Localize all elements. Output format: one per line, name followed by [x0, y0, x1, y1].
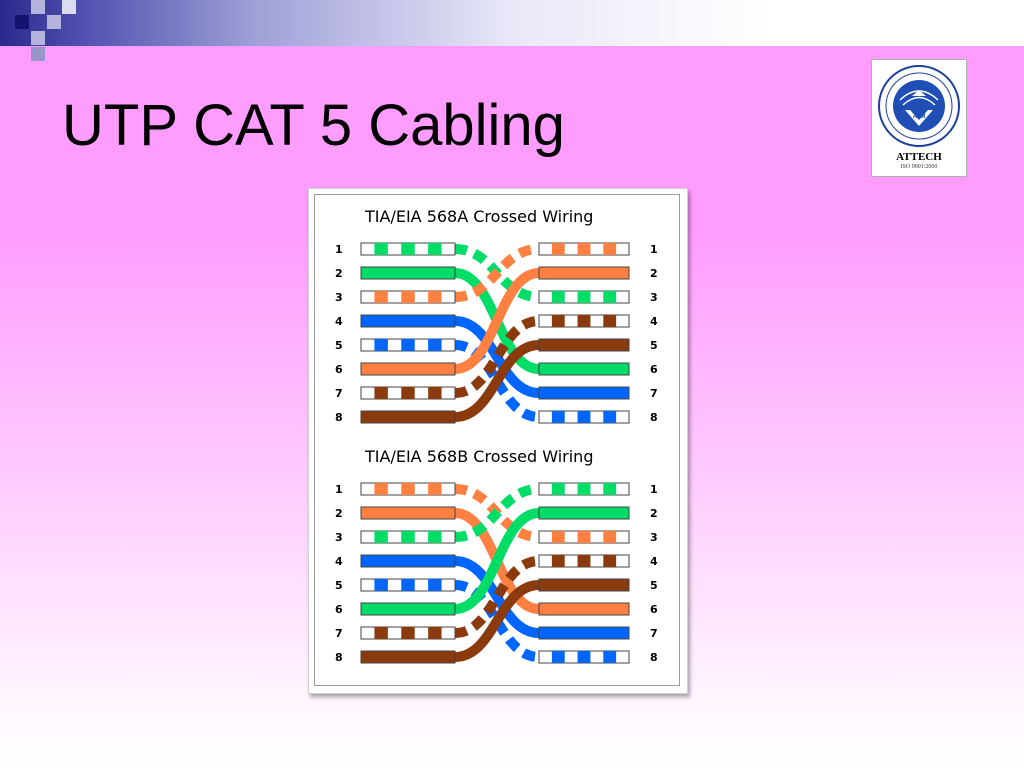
right-pin-number: 8 — [650, 411, 658, 424]
left-pin-number: 3 — [335, 291, 343, 304]
left-wire — [360, 314, 456, 328]
right-pin-number: 4 — [650, 555, 658, 568]
left-pin-number: 4 — [335, 555, 343, 568]
left-wire — [360, 482, 456, 496]
right-pin-number: 3 — [650, 531, 658, 544]
right-pin-number: 1 — [650, 243, 658, 256]
logo-iso: ISO 9001:2000 — [900, 164, 938, 170]
logo-emblem: ATM — [878, 65, 960, 147]
right-pin-number: 6 — [650, 363, 658, 376]
right-wire — [538, 242, 630, 256]
right-wire — [538, 362, 630, 376]
crossover-wire — [454, 508, 540, 614]
left-pin-number: 5 — [335, 339, 343, 352]
right-pin-number: 4 — [650, 315, 658, 328]
right-wire — [538, 482, 630, 496]
right-pin-number: 8 — [650, 651, 658, 664]
right-wire — [538, 386, 630, 400]
diagram-568a: TIA/EIA 568A Crossed Wiring 1 2 3 4 5 6 7 8 1 2 3 4… — [309, 207, 687, 432]
crossover-wire — [454, 556, 540, 638]
left-pin-number: 8 — [335, 411, 343, 424]
right-wire — [538, 578, 630, 592]
left-wire — [360, 506, 456, 520]
left-pin-number: 5 — [335, 579, 343, 592]
left-wire — [360, 530, 456, 544]
crossover-wire — [454, 244, 540, 302]
right-pin-number: 7 — [650, 627, 658, 640]
left-wire — [360, 386, 456, 400]
right-wire — [538, 650, 630, 664]
crossover-wire — [454, 316, 540, 398]
left-pin-number: 2 — [335, 267, 343, 280]
right-pin-number: 2 — [650, 267, 658, 280]
wiring-diagram-panel: TIA/EIA 568A Crossed Wiring 1 2 3 4 5 6 7 8 1 2 3 4… — [308, 188, 688, 694]
right-wire — [538, 338, 630, 352]
right-pin-number: 1 — [650, 483, 658, 496]
left-wire — [360, 626, 456, 640]
crossover-wire — [454, 580, 540, 662]
left-pin-number: 7 — [335, 387, 343, 400]
left-pin-number: 7 — [335, 627, 343, 640]
right-pin-number: 6 — [650, 603, 658, 616]
deco-square — [31, 31, 45, 45]
logo-emblem-text: ATM — [913, 114, 926, 120]
left-wire — [360, 578, 456, 592]
deco-square — [15, 15, 29, 29]
crossover-wire — [454, 580, 540, 662]
crossover-wire — [454, 556, 540, 638]
crossover-wire — [454, 484, 540, 542]
left-pin-number: 6 — [335, 363, 343, 376]
right-wire — [538, 530, 630, 544]
logo-name: ATTECH — [896, 151, 942, 163]
crossover-wire — [454, 340, 540, 422]
left-wire — [360, 242, 456, 256]
right-pin-number: 3 — [650, 291, 658, 304]
left-pin-number: 8 — [335, 651, 343, 664]
left-wire — [360, 266, 456, 280]
crossover-wire — [454, 316, 540, 398]
deco-square — [47, 15, 61, 29]
wiring-svg: 1 2 3 4 5 6 7 8 1 2 3 4 5 6 7 8 — [335, 242, 658, 424]
left-pin-number: 3 — [335, 531, 343, 544]
right-wire — [538, 410, 630, 424]
left-wire — [360, 338, 456, 352]
right-pin-number: 5 — [650, 339, 658, 352]
right-pin-number: 7 — [650, 387, 658, 400]
right-wire — [538, 314, 630, 328]
right-wire — [538, 506, 630, 520]
left-wire — [360, 650, 456, 664]
left-pin-number: 1 — [335, 483, 343, 496]
wiring-svg: 1 2 3 4 5 6 7 8 1 2 3 4 5 6 7 8 — [335, 482, 658, 664]
left-wire — [360, 554, 456, 568]
slide-title: UTP CAT 5 Cabling — [62, 93, 565, 158]
diagram-title: TIA/EIA 568B Crossed Wiring — [365, 447, 594, 466]
crossover-wire — [454, 268, 540, 374]
left-pin-number: 6 — [335, 603, 343, 616]
left-pin-number: 1 — [335, 243, 343, 256]
top-gradient-bar — [0, 0, 1024, 46]
left-pin-number: 2 — [335, 507, 343, 520]
deco-square — [62, 0, 76, 14]
diagram-title: TIA/EIA 568A Crossed Wiring — [365, 207, 594, 226]
attech-logo: ATM ATTECH ISO 9001:2000 — [871, 59, 967, 177]
left-pin-number: 4 — [335, 315, 343, 328]
right-wire — [538, 626, 630, 640]
diagram-568b: TIA/EIA 568B Crossed Wiring 1 2 3 4 5 6 7 8 1 2 3 4… — [309, 447, 687, 672]
left-wire — [360, 362, 456, 376]
panel-inner-border — [314, 194, 680, 686]
right-pin-number: 5 — [650, 579, 658, 592]
crossover-wire — [454, 340, 540, 422]
deco-square — [31, 0, 45, 14]
right-wire — [538, 290, 630, 304]
left-wire — [360, 602, 456, 616]
left-wire — [360, 290, 456, 304]
deco-square — [31, 47, 45, 61]
right-pin-number: 2 — [650, 507, 658, 520]
right-wire — [538, 602, 630, 616]
left-wire — [360, 410, 456, 424]
right-wire — [538, 266, 630, 280]
right-wire — [538, 554, 630, 568]
